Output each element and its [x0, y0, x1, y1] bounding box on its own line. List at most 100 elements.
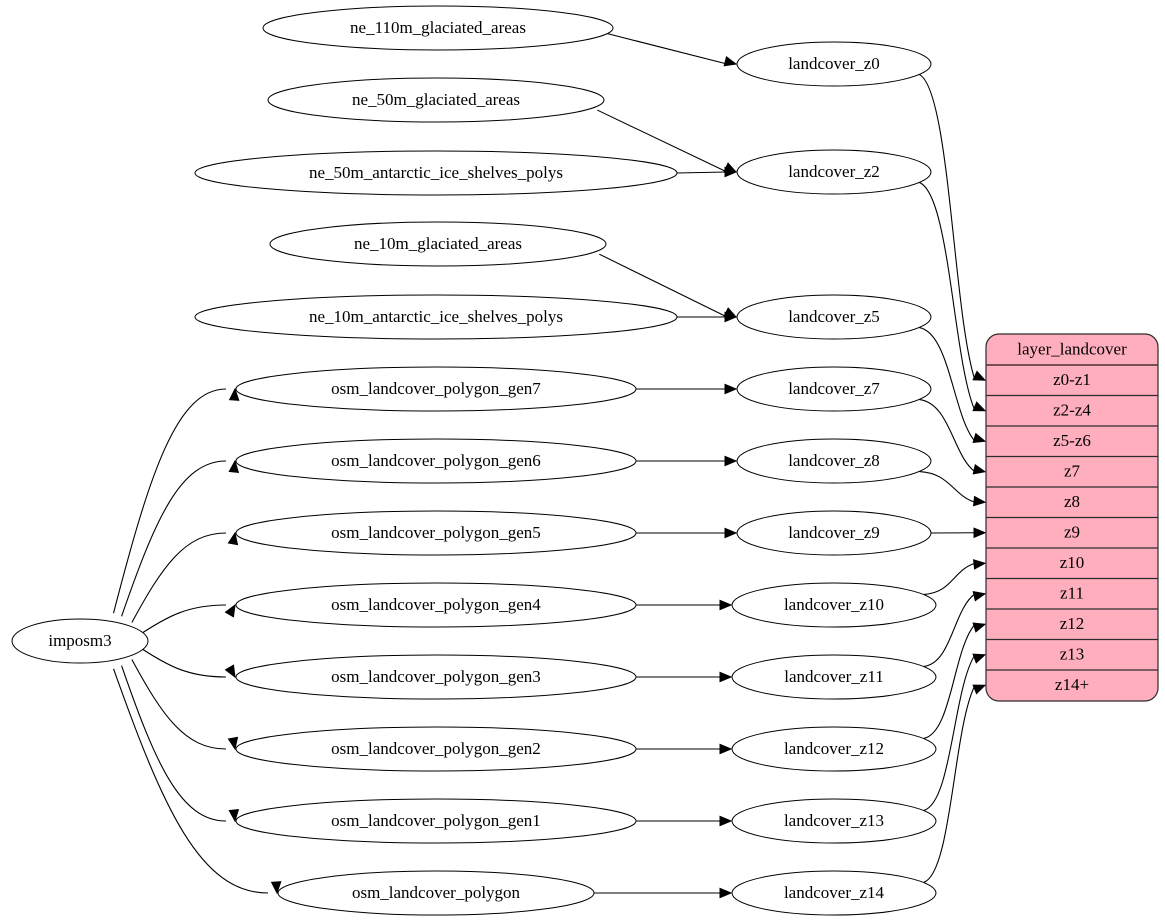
node-ellipse-landcover: [736, 41, 932, 87]
node-ellipse-landcover: [736, 294, 932, 340]
arrow-head-icon: [224, 603, 236, 618]
layer-landcover-row-z13[interactable]: z13: [1060, 645, 1085, 664]
node-ne_50m_glaciated_areas[interactable]: ne_50m_glaciated_areas: [267, 77, 605, 123]
layer-landcover-header: layer_landcover: [1017, 339, 1127, 358]
edge-landcover_z5-to-layer_landcover-z5-z6: [919, 327, 976, 442]
node-landcover_z14[interactable]: landcover_z14: [731, 870, 937, 916]
node-ellipse-osm: [235, 510, 637, 556]
edge-imposm3-to-osm_landcover_polygon_gen4: [140, 604, 227, 635]
arrow-head-icon: [270, 881, 282, 895]
layer-landcover-row-z0-z1[interactable]: z0-z1: [1053, 370, 1091, 389]
node-ellipse-natural-earth: [262, 5, 614, 51]
arrow-head-icon: [724, 527, 738, 539]
node-landcover_z10[interactable]: landcover_z10: [731, 582, 937, 628]
arrow-head-icon: [723, 55, 738, 67]
arrow-head-icon: [972, 653, 987, 664]
node-ellipse-landcover: [731, 726, 937, 772]
arrow-head-icon: [972, 591, 987, 602]
node-label: osm_landcover_polygon: [352, 883, 521, 902]
arrow-head-icon: [227, 736, 239, 751]
node-ne_10m_glaciated_areas[interactable]: ne_10m_glaciated_areas: [269, 221, 607, 267]
edge-landcover_z11-to-layer_landcover-z11: [923, 593, 976, 667]
node-imposm3[interactable]: imposm3: [11, 618, 149, 664]
node-ellipse-osm: [235, 366, 637, 412]
node-osm_landcover_polygon_gen6[interactable]: osm_landcover_polygon_gen6: [235, 438, 637, 484]
edge-imposm3-to-osm_landcover_polygon_gen3: [140, 647, 227, 678]
node-label: ne_50m_glaciated_areas: [352, 90, 520, 109]
node-label: landcover_z7: [788, 379, 880, 398]
edge-imposm3-to-osm_landcover_polygon_gen6: [121, 460, 227, 617]
node-landcover_z13[interactable]: landcover_z13: [731, 798, 937, 844]
edges-layer: [113, 32, 987, 899]
node-label: landcover_z5: [788, 307, 880, 326]
arrow-head-icon: [227, 531, 239, 546]
node-label: ne_110m_glaciated_areas: [350, 18, 526, 37]
node-label: osm_landcover_polygon_gen6: [331, 451, 541, 470]
layer-landcover-row-z2-z4[interactable]: z2-z4: [1053, 401, 1091, 420]
node-landcover_z5[interactable]: landcover_z5: [736, 294, 932, 340]
arrow-head-icon: [228, 459, 240, 474]
node-ne_110m_glaciated_areas[interactable]: ne_110m_glaciated_areas: [262, 5, 614, 51]
node-label: landcover_z14: [784, 883, 885, 902]
arrow-head-icon: [719, 599, 733, 611]
layer-landcover-row-z12[interactable]: z12: [1060, 614, 1085, 633]
node-landcover_z9[interactable]: landcover_z9: [736, 510, 932, 556]
node-osm_landcover_polygon[interactable]: osm_landcover_polygon: [277, 870, 595, 916]
node-label: ne_50m_antarctic_ice_shelves_polys: [309, 163, 563, 182]
node-osm_landcover_polygon_gen2[interactable]: osm_landcover_polygon_gen2: [235, 726, 637, 772]
node-landcover_z7[interactable]: landcover_z7: [736, 366, 932, 412]
edge-imposm3-to-osm_landcover_polygon: [113, 668, 269, 894]
node-landcover_z8[interactable]: landcover_z8: [736, 438, 932, 484]
node-ne_50m_antarctic_ice_shelves_polys[interactable]: ne_50m_antarctic_ice_shelves_polys: [194, 150, 678, 196]
node-landcover_z0[interactable]: landcover_z0: [736, 41, 932, 87]
node-label: landcover_z11: [784, 667, 883, 686]
arrow-head-icon: [724, 166, 738, 178]
edge-landcover_z8-to-layer_landcover-z8: [919, 471, 976, 503]
edge-ne_50m_antarctic_ice_shelves_polys-to-landcover_z2: [676, 171, 728, 174]
layer-landcover-row-z11[interactable]: z11: [1060, 584, 1084, 603]
edge-imposm3-to-osm_landcover_polygon_gen5: [131, 532, 227, 623]
arrow-head-icon: [224, 664, 236, 679]
node-osm_landcover_polygon_gen3[interactable]: osm_landcover_polygon_gen3: [235, 654, 637, 700]
layer-landcover-row-z7[interactable]: z7: [1064, 462, 1081, 481]
layer-landcover-row-z5-z6[interactable]: z5-z6: [1053, 431, 1091, 450]
node-landcover_z2[interactable]: landcover_z2: [736, 149, 932, 195]
edge-landcover_z12-to-layer_landcover-z12: [923, 623, 976, 739]
node-osm_landcover_polygon_gen4[interactable]: osm_landcover_polygon_gen4: [235, 582, 637, 628]
node-label: landcover_z12: [784, 739, 884, 758]
edge-landcover_z13-to-layer_landcover-z13: [923, 654, 976, 811]
node-ne_10m_antarctic_ice_shelves_polys[interactable]: ne_10m_antarctic_ice_shelves_polys: [194, 294, 678, 340]
edge-imposm3-to-osm_landcover_polygon_gen7: [113, 388, 227, 614]
edge-landcover_z7-to-layer_landcover-z7: [919, 399, 976, 473]
node-osm_landcover_polygon_gen1[interactable]: osm_landcover_polygon_gen1: [235, 798, 637, 844]
layer-landcover-row-z9[interactable]: z9: [1064, 523, 1080, 542]
arrow-head-icon: [973, 495, 987, 507]
node-ellipse-landcover: [736, 438, 932, 484]
node-ellipse-natural-earth: [267, 77, 605, 123]
arrow-head-icon: [972, 684, 987, 695]
node-ellipse-landcover: [736, 366, 932, 412]
node-ellipse-osm: [277, 870, 595, 916]
node-label: landcover_z9: [788, 523, 880, 542]
node-osm_landcover_polygon_gen5[interactable]: osm_landcover_polygon_gen5: [235, 510, 637, 556]
node-label: landcover_z10: [784, 595, 884, 614]
layer-landcover-row-z14plus[interactable]: z14+: [1055, 675, 1089, 694]
layer-landcover-row-z10[interactable]: z10: [1060, 553, 1085, 572]
arrow-head-icon: [228, 808, 240, 823]
edge-landcover_z2-to-layer_landcover-z2-z4: [919, 182, 976, 411]
node-label: osm_landcover_polygon_gen3: [331, 667, 541, 686]
node-osm_landcover_polygon_gen7[interactable]: osm_landcover_polygon_gen7: [235, 366, 637, 412]
arrow-head-icon: [724, 311, 738, 323]
node-landcover_z11[interactable]: landcover_z11: [731, 654, 937, 700]
node-landcover_z12[interactable]: landcover_z12: [731, 726, 937, 772]
layer-landcover-row-z8[interactable]: z8: [1064, 492, 1080, 511]
node-label: landcover_z8: [788, 451, 880, 470]
node-ellipse-natural-earth: [269, 221, 607, 267]
layer-landcover-table[interactable]: layer_landcover z0-z1 z2-z4 z5-z6 z7 z8 z9 z10 z…: [985, 333, 1159, 702]
arrow-head-icon: [972, 401, 987, 412]
arrow-head-icon: [719, 887, 733, 899]
node-label: osm_landcover_polygon_gen4: [331, 595, 541, 614]
edge-ne_50m_glaciated_areas-to-landcover_z2: [597, 109, 728, 173]
arrow-head-icon: [972, 622, 987, 633]
